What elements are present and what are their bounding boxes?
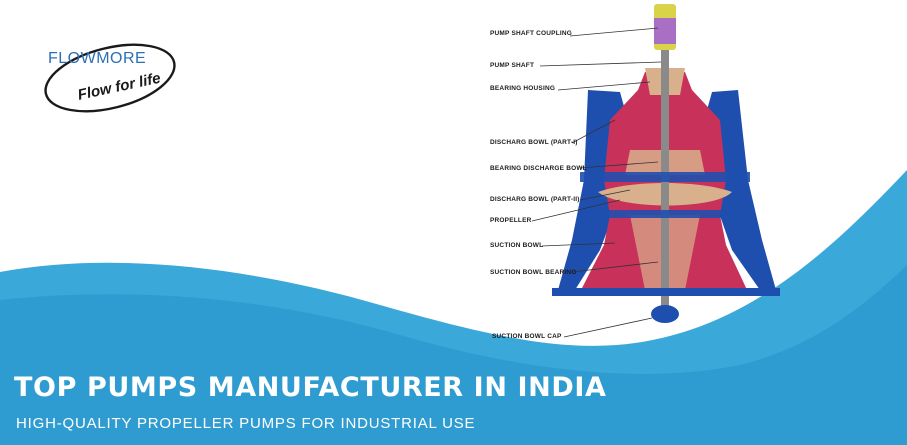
label-pump-shaft-coupling: PUMP SHAFT COUPLING <box>490 30 573 37</box>
label-suction-bowl-cap: SUCTION BOWL CAP <box>492 333 562 340</box>
wave-light-layer <box>0 170 907 445</box>
page-headline: TOP PUMPS MANUFACTURER IN INDIA <box>14 372 607 403</box>
wave-dark-layer <box>0 265 907 445</box>
casing-right <box>707 90 776 290</box>
label-bearing-discharge-bowl: BEARING DISCHARGE BOWL <box>490 165 587 172</box>
flange-lower <box>580 210 750 218</box>
flange-upper <box>580 172 750 182</box>
shaft-coupling-band <box>654 18 676 44</box>
base-flange <box>552 288 780 296</box>
label-pump-shaft: PUMP SHAFT <box>490 62 535 69</box>
label-suction-bowl: SUCTION BOWL <box>490 242 544 249</box>
label-propeller: PROPELLER <box>490 217 532 224</box>
logo-ring-icon <box>44 43 176 113</box>
label-discharge-bowl-part-1: DISCHARG BOWL (PART-I) <box>490 139 578 146</box>
leader-lines <box>531 27 662 338</box>
label-discharge-bowl-part-2: DISCHARG BOWL (PART-II) <box>490 196 580 203</box>
page-subheadline: HIGH-QUALITY PROPELLER PUMPS FOR INDUSTR… <box>16 415 476 432</box>
flowmore-logo[interactable]: FLOWMORE Flow for life <box>38 34 188 126</box>
suction-bowl-cap <box>651 305 679 323</box>
label-suction-bowl-bearing: SUCTION BOWL BEARING <box>490 269 577 276</box>
pump-diagram <box>531 4 780 338</box>
logo-wordmark: FLOWMORE <box>48 50 147 67</box>
label-bearing-housing: BEARING HOUSING <box>490 85 556 92</box>
